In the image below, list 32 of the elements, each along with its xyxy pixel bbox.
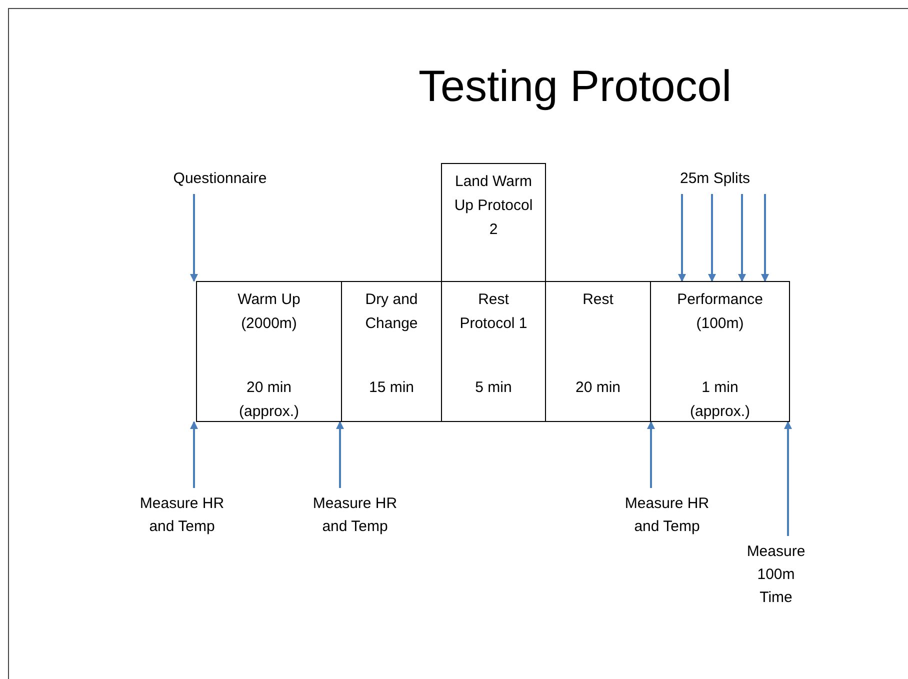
annotation-text: Questionnaire — [160, 167, 280, 190]
arrow — [336, 421, 344, 488]
stage-name: Land Warm Up Protocol 2 — [454, 172, 534, 240]
stage-box — [545, 281, 651, 422]
duration-text: 20 min (approx.) — [238, 378, 300, 422]
annotation-text: Measure HR and Temp — [617, 492, 717, 538]
arrow — [190, 421, 198, 488]
stage-box — [650, 281, 790, 422]
stage-name: Performance (100m) — [676, 290, 764, 334]
arrow — [708, 194, 716, 282]
annotation-text: Measure 100m Time — [741, 540, 811, 609]
stage-name: Rest — [582, 290, 614, 310]
stage-name: Dry and Change — [364, 290, 419, 334]
duration-text: 15 min — [368, 378, 416, 398]
duration-text: 5 min — [474, 378, 513, 398]
arrow — [678, 194, 686, 282]
duration-text: 20 min — [574, 378, 622, 398]
stage-box — [341, 281, 442, 422]
annotation-text: 25m Splits — [660, 167, 770, 190]
arrow — [190, 194, 198, 282]
arrow — [761, 194, 769, 282]
stage-box — [196, 281, 342, 422]
stage-name: Warm Up (2000m) — [236, 290, 302, 334]
stage-box — [441, 163, 546, 282]
arrow — [647, 421, 655, 488]
arrow — [784, 421, 792, 536]
annotation-text: Measure HR and Temp — [305, 492, 405, 538]
arrow — [738, 194, 746, 282]
stage-name: Rest Protocol 1 — [458, 290, 528, 334]
duration-text: 1 min (approx.) — [689, 378, 751, 422]
annotation-text: Measure HR and Temp — [132, 492, 232, 538]
title: Testing Protocol — [417, 62, 733, 112]
